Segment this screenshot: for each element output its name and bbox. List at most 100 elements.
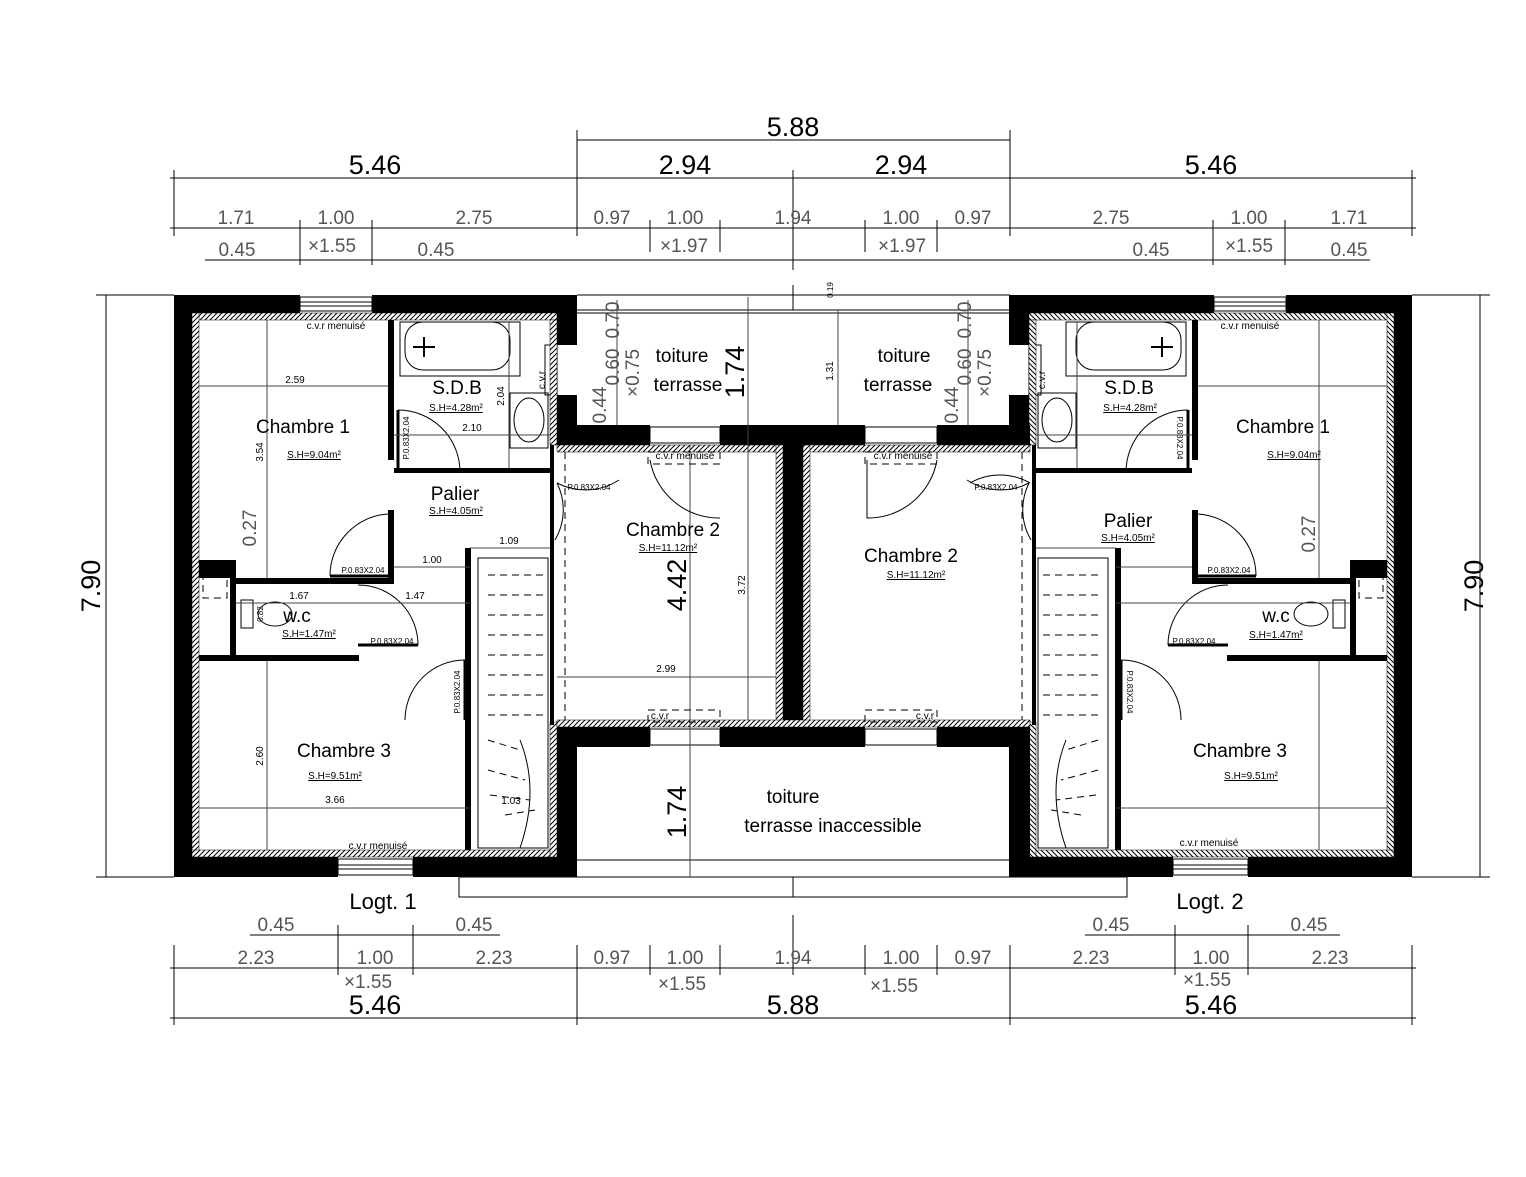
dim: 1.67 bbox=[289, 591, 309, 602]
dim-bottom-main: 5.46 bbox=[349, 990, 402, 1020]
top-opening-dims: 1.71 1.00 2.75 0.97 1.00 1.94 1.00 0.97 … bbox=[218, 208, 1368, 261]
dim: 1.00 bbox=[1193, 948, 1230, 969]
room-name: w.c bbox=[282, 606, 310, 627]
dim: 0.97 bbox=[594, 208, 631, 229]
dim-height-right: 7.90 bbox=[1459, 560, 1489, 613]
logt1-labels: Chambre 1 S.H=9.04m² S.D.B S.H=4.28m² Pa… bbox=[240, 321, 748, 914]
room-area: S.H=4.05m² bbox=[1101, 533, 1155, 544]
dim-top-overall: 5.88 bbox=[767, 112, 820, 142]
dim-top-main: 2.94 bbox=[875, 150, 928, 180]
room-name: Chambre 2 bbox=[864, 546, 958, 567]
dim: 1.00 bbox=[667, 948, 704, 969]
terrace-right-line2: terrasse bbox=[864, 375, 933, 396]
dim: 3.66 bbox=[325, 795, 345, 806]
dim: 0.97 bbox=[955, 208, 992, 229]
room-name: Chambre 2 bbox=[626, 520, 720, 541]
room-name: Chambre 1 bbox=[1236, 417, 1330, 438]
door-label: P.0.83X2.04 bbox=[1207, 566, 1251, 575]
terrace-left-line1: toiture bbox=[656, 346, 709, 367]
room-area: S.H=4.05m² bbox=[429, 506, 483, 517]
opening-label: c.v.r menuisé bbox=[349, 841, 408, 852]
room-name: w.c bbox=[1261, 606, 1289, 627]
dim: ×1.55 bbox=[658, 974, 706, 995]
dim: 1.00 bbox=[883, 208, 920, 229]
dim: 1.00 bbox=[422, 555, 442, 566]
top-dimensions bbox=[170, 130, 1416, 310]
dim: 0.97 bbox=[594, 948, 631, 969]
dim: 2.75 bbox=[1093, 208, 1130, 229]
dim: ×1.97 bbox=[878, 236, 926, 257]
dim: 1.71 bbox=[1331, 208, 1368, 229]
dim-top-main: 5.46 bbox=[349, 150, 402, 180]
dim: 0.70 bbox=[603, 302, 624, 339]
logt2-label: Logt. 2 bbox=[1176, 889, 1243, 914]
opening-label: c.v.r bbox=[916, 711, 935, 722]
terrace-bottom-line1: toiture bbox=[767, 787, 820, 808]
dim: 2.23 bbox=[238, 948, 275, 969]
side-dimension-lines bbox=[96, 294, 1490, 878]
dim: 3.72 bbox=[737, 575, 748, 595]
opening-label: c.v.r bbox=[537, 370, 548, 389]
room-area: S.H=4.28m² bbox=[429, 403, 483, 414]
dim: 0.45 bbox=[1133, 240, 1170, 261]
door-label: P.0.83X2.04 bbox=[1172, 637, 1216, 646]
room-name: S.D.B bbox=[432, 378, 482, 399]
opening-label: c.v.r menuisé bbox=[1180, 838, 1239, 849]
room-name: Chambre 1 bbox=[256, 417, 350, 438]
dim: 0.82 bbox=[256, 606, 265, 622]
dim: 2.10 bbox=[462, 423, 482, 434]
dim: 1.31 bbox=[825, 361, 836, 381]
dim: ×1.55 bbox=[344, 972, 392, 993]
dim: 1.00 bbox=[1231, 208, 1268, 229]
room-name: S.D.B bbox=[1104, 378, 1154, 399]
dim: 1.00 bbox=[883, 948, 920, 969]
dim: ×0.75 bbox=[975, 349, 996, 397]
dim: 0.27 bbox=[1299, 516, 1320, 553]
dim: 0.45 bbox=[258, 915, 295, 936]
room-area: S.H=1.47m² bbox=[282, 629, 336, 640]
dim: 1.00 bbox=[357, 948, 394, 969]
dim: 0.45 bbox=[456, 915, 493, 936]
dim: 1.00 bbox=[667, 208, 704, 229]
dim-height-left: 7.90 bbox=[76, 560, 106, 613]
dim: 1.94 bbox=[775, 208, 812, 229]
door-label: P.0.83X2.04 bbox=[370, 637, 414, 646]
terrace-right-line1: toiture bbox=[878, 346, 931, 367]
door-label: P.0.83X2.04 bbox=[453, 670, 462, 714]
dim: ×1.55 bbox=[1183, 970, 1231, 991]
dim: 0.45 bbox=[1331, 240, 1368, 261]
dim: 2.23 bbox=[1073, 948, 1110, 969]
room-area: S.H=11.12m² bbox=[639, 543, 698, 554]
opening-label: c.v.r bbox=[1037, 370, 1048, 389]
room-name: Palier bbox=[431, 484, 480, 505]
dim: ×1.55 bbox=[308, 236, 356, 257]
dim: 0.45 bbox=[219, 240, 256, 261]
dim: 1.47 bbox=[405, 591, 425, 602]
dim: ×1.97 bbox=[660, 236, 708, 257]
dim: 0.44 bbox=[590, 386, 611, 423]
opening-label: c.v.r menuisé bbox=[656, 451, 715, 462]
middle-walls bbox=[458, 294, 1128, 898]
door-label: P.0.83X2.04 bbox=[341, 566, 385, 575]
opening-label: c.v.r menuisé bbox=[307, 321, 366, 332]
dim: 1.00 bbox=[318, 208, 355, 229]
room-area: S.H=4.28m² bbox=[1103, 403, 1157, 414]
door-label: P.0.83X2.04 bbox=[567, 483, 611, 492]
door-label: P.0.83X2.04 bbox=[402, 416, 411, 460]
door-label: P.0.83X2.04 bbox=[974, 483, 1018, 492]
dim: 0.45 bbox=[1291, 915, 1328, 936]
dim: 0.60 bbox=[603, 349, 624, 386]
room-area: S.H=9.04m² bbox=[287, 450, 341, 461]
dim: ×1.55 bbox=[1225, 236, 1273, 257]
dim-bottom-main: 5.46 bbox=[1185, 990, 1238, 1020]
bottom-dim-labels: 0.45 0.45 0.45 0.45 2.23 1.00 2.23 0.97 … bbox=[238, 915, 1349, 1020]
dim: 1.74 bbox=[720, 346, 750, 399]
door-label: P.0.83X2.04 bbox=[1125, 670, 1134, 714]
dim: 1.94 bbox=[775, 948, 812, 969]
dim: 2.23 bbox=[1312, 948, 1349, 969]
dim: 0.27 bbox=[240, 510, 261, 547]
dim: 1.71 bbox=[218, 208, 255, 229]
dim: 0.45 bbox=[418, 240, 455, 261]
dim: 0.60 bbox=[955, 349, 976, 386]
